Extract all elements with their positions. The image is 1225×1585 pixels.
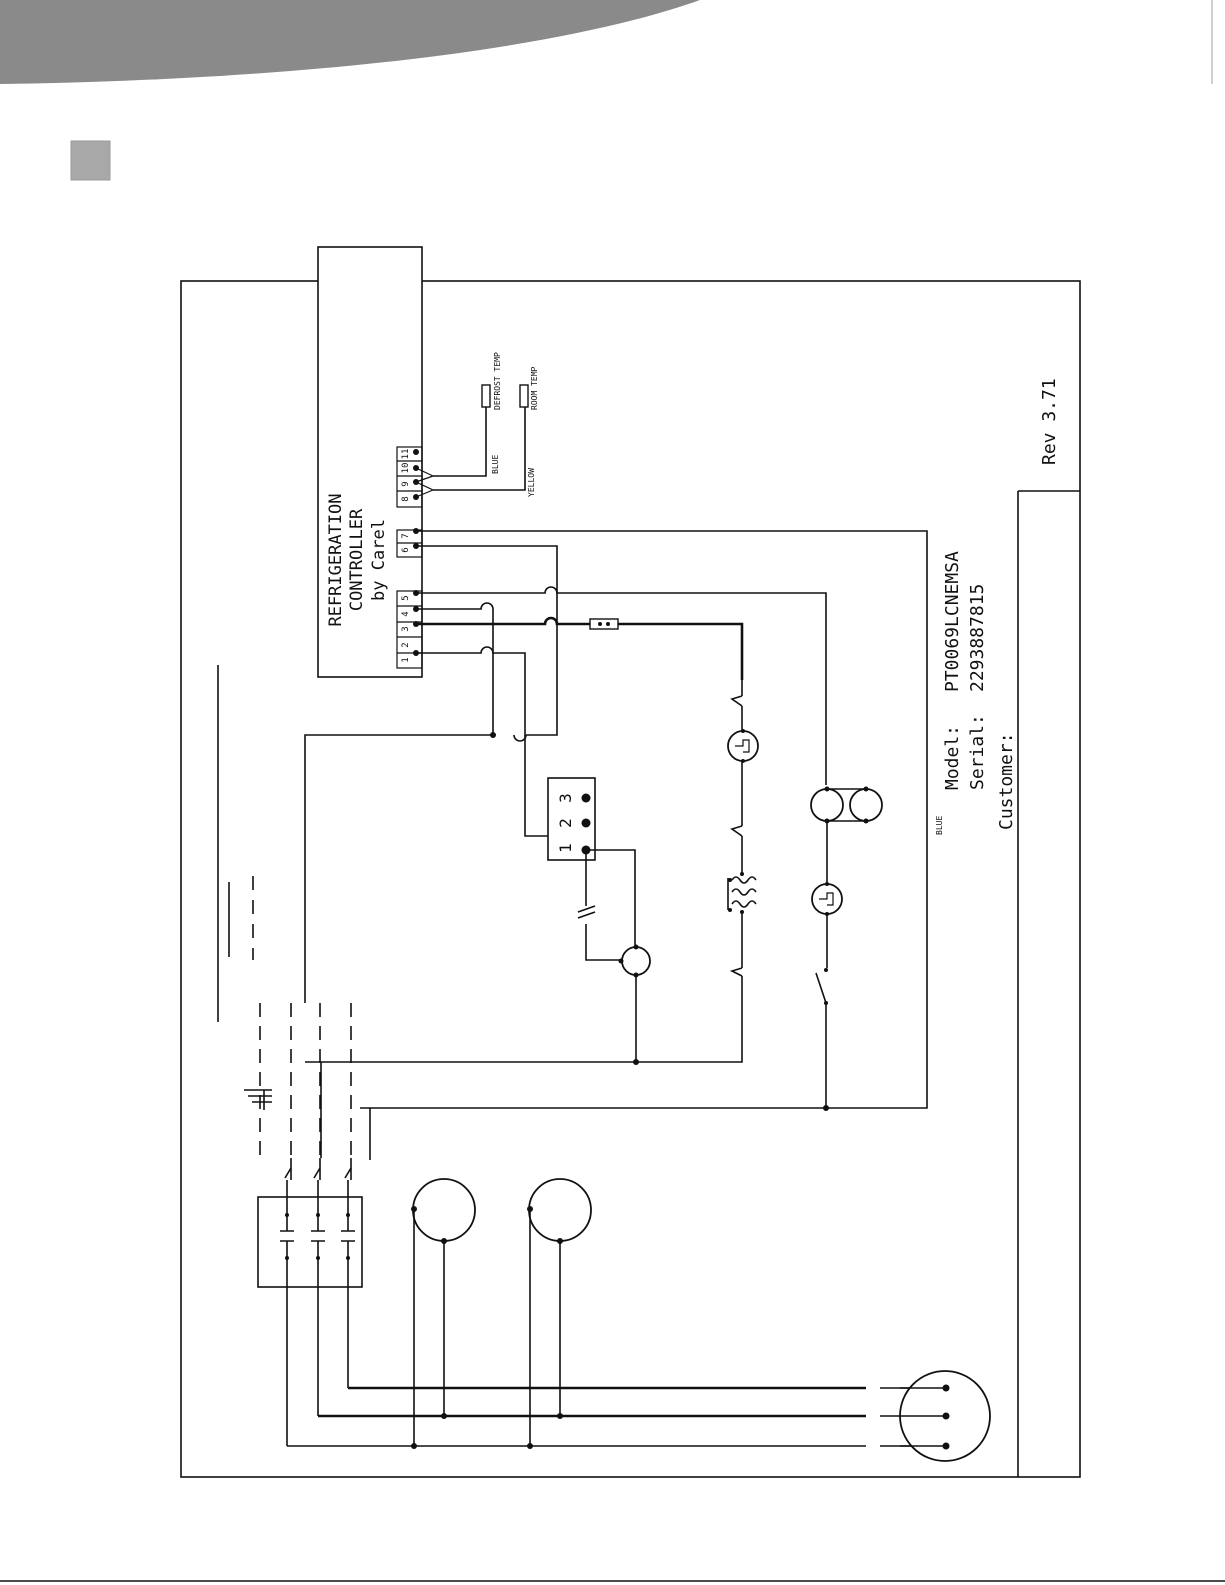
temperature-sensors: DEFROST TEMP ROOM TEMP BLUE YELLOW: [416, 352, 539, 497]
terminal-label: 9: [401, 481, 411, 486]
terminal-label: 7: [401, 533, 411, 538]
title-block: Model: PT0069LCNEMSA Serial: 2293887815 …: [942, 378, 1060, 830]
heater-coil-symbol: [728, 877, 756, 910]
serial-value: 2293887815: [967, 584, 988, 692]
fuse: [590, 619, 618, 629]
power-bus: [287, 1388, 946, 1449]
controller-title-line2: CONTROLLER: [347, 508, 367, 611]
defrost-sensor-probe: [482, 385, 490, 407]
condenser-fan-motor-symbol: [413, 1179, 475, 1241]
terminal-label: 6: [401, 547, 411, 552]
terminal-label: 10: [401, 463, 411, 474]
controller-title-line3: by Carel: [369, 519, 389, 601]
ground-symbol: [244, 1090, 272, 1110]
serial-label: Serial:: [967, 714, 988, 790]
yellow-wire-label: YELLOW: [527, 468, 536, 497]
terminal-label: 4: [401, 611, 411, 616]
compressor-circuit: [578, 850, 650, 1065]
relay-pin-label: 1: [556, 843, 575, 853]
customer-label: Customer:: [996, 732, 1017, 830]
legend-lines: [218, 665, 253, 1022]
evaporator-fans-circuit: [811, 787, 882, 1112]
section-bullet-square: [71, 141, 110, 180]
compressor-motor-symbol: [622, 947, 650, 975]
relay-pin-label: 2: [556, 818, 575, 828]
blue-wire-label: BLUE: [491, 455, 500, 474]
terminal-label: 5: [401, 595, 411, 600]
terminal-label: 11: [401, 449, 411, 460]
condenser-fan-motors: [411, 1179, 591, 1446]
model-value: PT0069LCNEMSA: [942, 551, 963, 692]
fan-motor-symbol: [811, 789, 843, 821]
terminal-label: 1: [401, 657, 411, 662]
controller-title-line1: REFRIGERATION: [326, 493, 346, 626]
room-sensor-probe: [520, 385, 528, 407]
drawing-border: [181, 281, 1080, 1477]
blue-wire-annotation: BLUE: [935, 816, 944, 835]
model-label: Model:: [942, 725, 963, 790]
refrigeration-controller: 1 2 3 4 5 6 7 8 9 10 11 REFRIGERATION CO…: [318, 247, 422, 677]
door-switch-symbol: [816, 973, 826, 1003]
power-plug: [900, 1371, 990, 1461]
relay-pin-label: 3: [556, 793, 575, 803]
defrost-heater-circuit: [305, 680, 758, 1062]
header-band: [0, 0, 700, 84]
defrost-sensor-label: DEFROST TEMP: [493, 352, 502, 410]
title-block-border: [1018, 491, 1080, 1477]
contactor-dashed-leads: [260, 1003, 351, 1158]
room-sensor-label: ROOM TEMP: [530, 366, 539, 410]
contactor: [258, 1180, 362, 1446]
start-relay: 1 2 3: [548, 778, 595, 860]
terminal-label: 8: [401, 496, 411, 501]
condenser-fan-motor-symbol: [529, 1179, 591, 1241]
revision-label: Rev 3.71: [1039, 378, 1060, 465]
terminal-label: 2: [401, 642, 411, 647]
terminal-label: 3: [401, 626, 411, 631]
fan-motor-symbol: [850, 789, 882, 821]
